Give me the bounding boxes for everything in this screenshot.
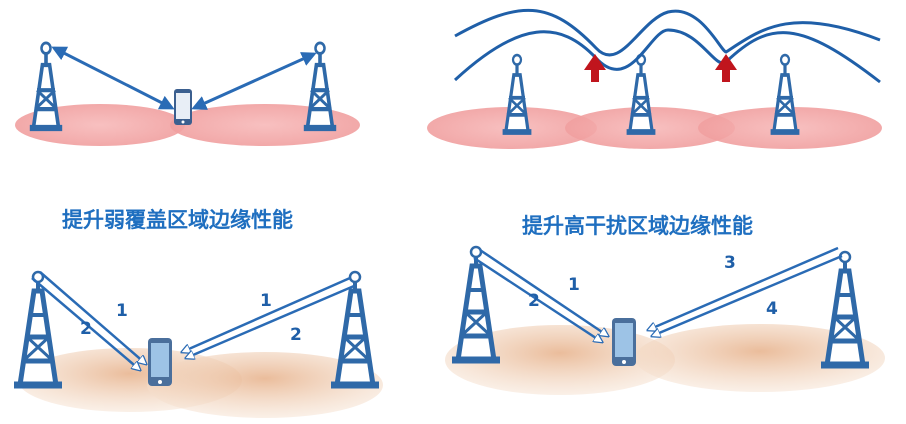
interference-up-arrow-icon [584, 54, 606, 82]
path-label: 1 [260, 291, 272, 311]
base-station-tower-icon [331, 272, 379, 385]
base-station-tower-icon [627, 55, 656, 132]
base-station-tower-icon [30, 43, 62, 128]
path-label: 2 [290, 325, 302, 345]
signal-path-arrows [31, 271, 355, 370]
interference-up-arrow-icon [715, 54, 737, 82]
caption-high-interference: 提升高干扰区域边缘性能 [522, 214, 753, 238]
panel-top-right-interference [427, 8, 882, 149]
coverage-area-right [635, 324, 885, 392]
mobile-phone-icon [148, 338, 172, 386]
base-station-tower-icon [771, 55, 800, 132]
panel-bottom-right-interference: 1 2 3 4 [445, 247, 885, 395]
path-label: 1 [568, 275, 580, 295]
signal-wave-upper [454, 8, 881, 57]
panel-bottom-left-weak-coverage: 1 2 1 2 [14, 272, 383, 418]
path-label: 4 [766, 299, 778, 319]
signal-link-arrow [51, 46, 175, 110]
signal-path-arrows [473, 246, 843, 342]
caption-weak-coverage: 提升弱覆盖区域边缘性能 [62, 208, 293, 232]
base-station-tower-icon [14, 272, 62, 385]
mobile-phone-icon [612, 318, 636, 366]
mobile-phone-icon [174, 89, 192, 125]
path-label: 2 [80, 319, 92, 339]
coverage-area-right [147, 352, 383, 418]
path-label: 1 [116, 301, 128, 321]
base-station-tower-icon [821, 252, 869, 365]
signal-link-arrow [191, 52, 317, 110]
path-label: 2 [528, 291, 540, 311]
panel-top-left-weak-coverage [15, 43, 360, 146]
base-station-tower-icon [503, 55, 532, 132]
path-label: 3 [724, 253, 736, 273]
signal-wave-lower [453, 28, 881, 84]
base-station-tower-icon [452, 247, 500, 360]
